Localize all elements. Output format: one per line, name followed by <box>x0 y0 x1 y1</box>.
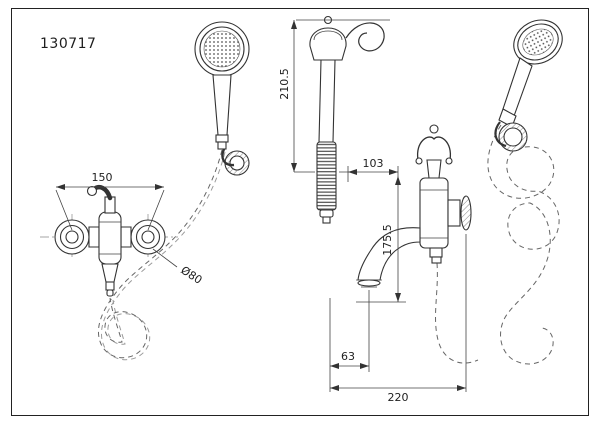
right-inlet <box>141 230 155 244</box>
dim-63-extension-lines <box>329 290 370 392</box>
hook-flange-hatch <box>225 151 250 175</box>
dim-2105-label: 210.5 <box>278 68 291 100</box>
docked-handset-nipple <box>322 216 331 224</box>
docked-handset-cap <box>319 209 334 218</box>
wall-handset-head-group <box>513 19 563 65</box>
hose-outlet-side <box>429 247 443 258</box>
front-hose-inner-line <box>100 151 226 361</box>
handle-knob-front <box>86 185 98 197</box>
side-handle-stem <box>426 159 442 179</box>
left-inlet <box>65 230 79 244</box>
side-view: 210.5 103 175.5 63 220 <box>278 15 563 404</box>
front-view: 150 Ø80 <box>40 21 250 361</box>
handset-spray-face <box>203 30 241 68</box>
dim-220-label: 220 <box>388 391 409 404</box>
dim-2105-extension-lines <box>294 19 390 173</box>
cradle-hook-curl <box>345 22 385 52</box>
front-hose-outline <box>97 149 223 359</box>
side-handle-curl-left <box>415 157 423 165</box>
dim-diameter-leader <box>152 248 178 268</box>
handset-handle-front <box>212 74 232 136</box>
side-hose-coil <box>487 124 560 365</box>
dim-150-label: 150 <box>92 171 113 184</box>
hook-flange-hub <box>229 155 245 171</box>
side-handle-curl-right <box>445 157 453 165</box>
dim-1755-label: 175.5 <box>381 224 394 256</box>
diverter-outlet-front <box>101 263 119 283</box>
handset-hose-nut-front <box>217 141 227 150</box>
side-mixer-hose <box>435 262 479 364</box>
mixer-body-side <box>419 177 449 249</box>
docked-handset-grip <box>316 141 337 211</box>
hose-nut-front <box>106 289 114 297</box>
wall-hook-arm <box>494 121 507 148</box>
handset-ferrule-front <box>215 134 229 143</box>
mixer-body-front <box>98 211 122 265</box>
hose-nipple-front <box>105 281 115 291</box>
spout-mouth <box>357 279 381 287</box>
wall-hook-flange-hub <box>503 127 523 147</box>
dim-150-extension-lines <box>55 189 165 231</box>
docked-handset-head <box>309 27 347 61</box>
dim-103-label: 103 <box>363 157 384 170</box>
drawing-frame <box>11 8 589 416</box>
side-handle-finial <box>429 124 439 134</box>
side-handle-arms <box>416 136 452 161</box>
dim-diameter-label: Ø80 <box>178 264 204 287</box>
wall-connector-side <box>447 199 461 227</box>
wall-handset-spray-face <box>522 28 554 56</box>
docked-handset-neck <box>318 59 336 143</box>
wall-hook-flange-hatch <box>499 123 528 151</box>
docked-handset-head-detail <box>313 30 343 41</box>
mixer-body-detail-lines <box>99 221 121 255</box>
wall-handset-handle <box>502 57 533 117</box>
hose-nut-side <box>431 256 442 264</box>
dim-63-label: 63 <box>341 350 355 363</box>
wall-hook-arm-front <box>221 148 235 167</box>
part-number: 130717 <box>40 36 96 52</box>
wall-flange-side <box>460 195 472 231</box>
mixer-body-side-details <box>420 189 448 239</box>
